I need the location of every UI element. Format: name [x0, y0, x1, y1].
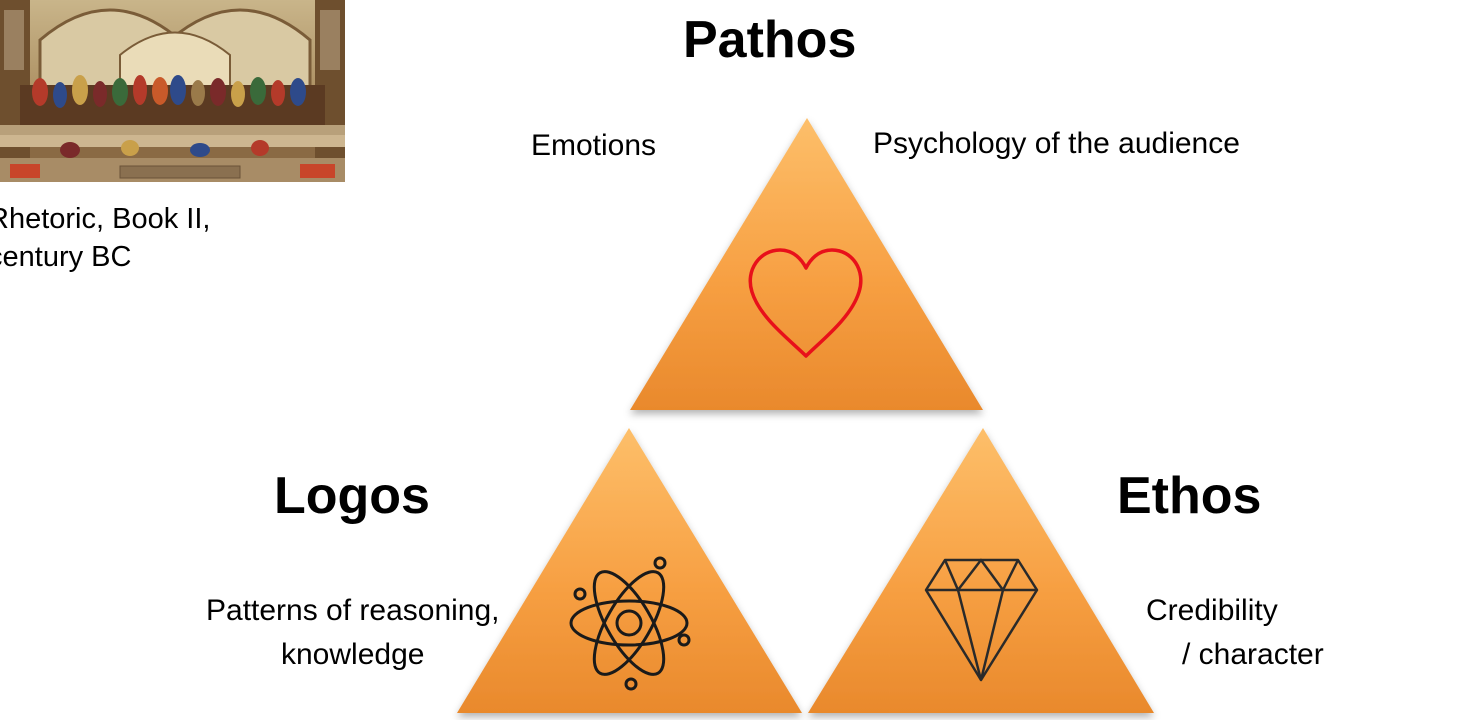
logos-triangle [457, 428, 802, 713]
caption-line-2: century BC [0, 241, 132, 273]
atom-icon [569, 556, 691, 691]
caption-line-1: Rhetoric, Book II, [0, 203, 211, 235]
pathos-title: Pathos [683, 11, 857, 69]
ethos-triangle [808, 428, 1154, 713]
logos-title: Logos [274, 467, 430, 525]
caption: Rhetoric, Book II, century BC [0, 200, 210, 276]
heart-icon [748, 248, 863, 358]
diamond-icon [924, 558, 1039, 682]
pathos-psychology-label: Psychology of the audience [873, 127, 1240, 160]
painting-thumbnail [0, 0, 345, 182]
school-of-athens-painting [0, 0, 345, 182]
ethos-label-line-2: / character [1182, 638, 1324, 671]
ethos-label-line-1: Credibility [1146, 594, 1278, 627]
ethos-title: Ethos [1117, 467, 1262, 525]
logos-label-line-2: knowledge [281, 638, 425, 671]
logos-label-line-1: Patterns of reasoning, [206, 594, 500, 627]
pathos-emotions-label: Emotions [531, 129, 657, 162]
